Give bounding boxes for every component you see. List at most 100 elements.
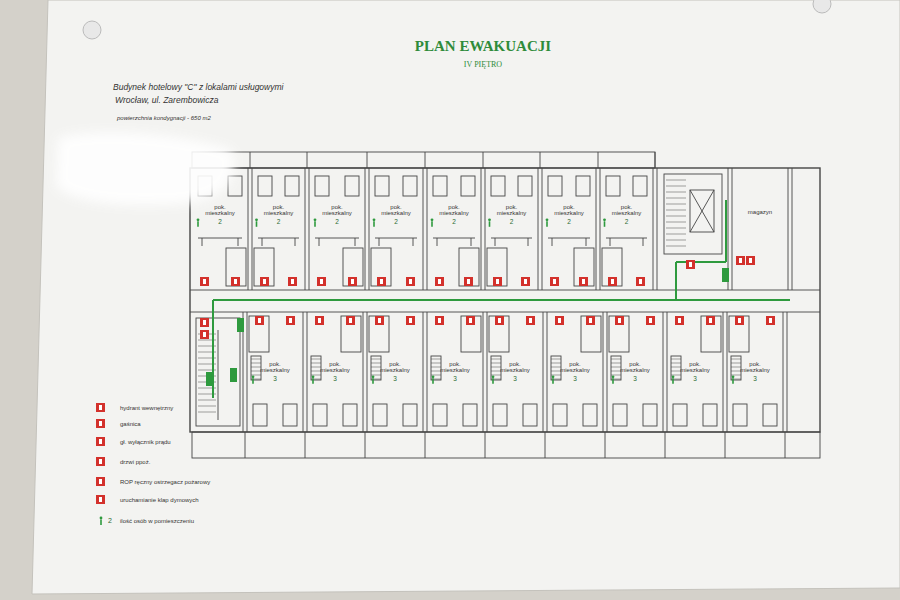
area-label: powierzchnia kondygnacji - 650 m2 [117, 115, 211, 121]
room-label: pok. mieszkalny2 [493, 203, 531, 227]
legend-icon [96, 457, 105, 466]
legend-text: hydrant wewnętrzny [120, 405, 173, 411]
fire-door-icon [231, 277, 240, 286]
room-label: pok. mieszkalny2 [550, 203, 588, 227]
occupant-count: 3 [617, 376, 653, 383]
legend-text: uruchamianie klap dymowych [120, 497, 199, 503]
person-icon [100, 517, 103, 525]
room-name: magazyn [748, 209, 772, 215]
person-icon [312, 375, 315, 383]
person-icon [488, 218, 491, 226]
hydrant-icon [686, 260, 695, 269]
exit-sign [722, 268, 729, 282]
room-name: pok. mieszkalny [437, 361, 473, 374]
person-icon [255, 218, 258, 226]
occupant-count: 2 [378, 219, 414, 226]
extinguisher-icon [495, 316, 504, 325]
person-icon [432, 375, 435, 383]
extinguisher-icon [675, 316, 684, 325]
extinguisher-icon [255, 316, 264, 325]
plan-title: PLAN EWAKUACJI [415, 38, 551, 55]
fire-door-icon [346, 316, 355, 325]
occupant-count: 3 [257, 376, 293, 383]
fire-door-icon [766, 316, 775, 325]
extinguisher-icon [317, 277, 326, 286]
fire-door-icon [466, 316, 475, 325]
room-label: pok. mieszkalny2 [201, 203, 239, 227]
legend-icon [96, 419, 105, 428]
extinguisher-icon [550, 277, 559, 286]
person-icon [612, 375, 615, 383]
legend-text: gł. wyłącznik prądu [120, 439, 171, 445]
room-name: pok. mieszkalny [261, 204, 297, 217]
rop-icon [200, 330, 209, 339]
room-name: pok. mieszkalny [677, 361, 713, 374]
extinguisher-icon [435, 316, 444, 325]
extinguisher-icon [315, 316, 324, 325]
extinguisher-icon [608, 277, 617, 286]
extinguisher-icon [615, 316, 624, 325]
room-label: pok. mieszkalny2 [318, 203, 356, 227]
room-name: pok. mieszkalny [737, 361, 773, 374]
extinguisher-icon [555, 316, 564, 325]
exit-sign [230, 368, 237, 382]
legend-text: drzwi ppoż. [120, 459, 150, 465]
occupant-count: 3 [677, 376, 713, 383]
room-label: pok. mieszkalny3 [616, 360, 654, 384]
room-label: pok. mieszkalny 3 [676, 360, 714, 384]
room-name: pok. mieszkalny [377, 361, 413, 374]
floor-label: IV PIĘTRO [464, 60, 502, 69]
room-label: pok. mieszkalny3 [496, 360, 534, 384]
person-icon [732, 375, 735, 383]
person-icon [603, 218, 606, 226]
room-name: pok. mieszkalny [378, 204, 414, 217]
occupant-count: 2 [609, 219, 645, 226]
room-label: pok. mieszkalny2 [435, 203, 473, 227]
occupant-count: 2 [436, 219, 472, 226]
room-label: pok. mieszkalny 3 [256, 360, 294, 384]
occupant-count: 3 [317, 376, 353, 383]
room-name: pok. mieszkalny [551, 204, 587, 217]
room-label: pok. mieszkalny 2 [377, 203, 415, 227]
person-icon [431, 218, 434, 226]
person-icon [672, 375, 675, 383]
fire-door-icon [526, 316, 535, 325]
legend-text: ROP ręczny ostrzegacz pożarowy [120, 479, 210, 485]
fire-door-icon [286, 316, 295, 325]
room-name: pok. mieszkalny [494, 204, 530, 217]
person-icon [372, 375, 375, 383]
legend-text: gaśnica [120, 421, 141, 427]
fire-door-icon [288, 277, 297, 286]
glare [56, 132, 234, 205]
exit-sign [206, 372, 213, 386]
room-name: pok. mieszkalny [257, 361, 293, 374]
legend-icon [96, 403, 105, 412]
person-icon [492, 375, 495, 383]
extinguisher-icon [260, 277, 269, 286]
room-label: pok. mieszkalny 3 [316, 360, 354, 384]
room-label: pok. mieszkalny 2 [608, 203, 646, 227]
person-icon [552, 375, 555, 383]
extinguisher-icon [493, 277, 502, 286]
fire-door-icon [406, 316, 415, 325]
room-name: pok. mieszkalny [319, 204, 355, 217]
room-label: pok. mieszkalny 3 [436, 360, 474, 384]
fire-door-icon [706, 316, 715, 325]
room-name: pok. mieszkalny [557, 361, 593, 374]
occupant-count: 3 [437, 376, 473, 383]
pin [83, 21, 101, 39]
room-name: pok. mieszkalny [609, 204, 645, 217]
room-name: pok. mieszkalny [202, 204, 238, 217]
person-icon [252, 375, 255, 383]
fire-door-icon [464, 277, 473, 286]
extinguisher-icon [735, 316, 744, 325]
room-name: pok. mieszkalny [317, 361, 353, 374]
extinguisher-icon [435, 277, 444, 286]
legend-icon [96, 477, 105, 486]
fire-door-icon [579, 277, 588, 286]
extinguisher-icon [377, 277, 386, 286]
person-icon [314, 218, 317, 226]
room-label: pok. mieszkalny3 [376, 360, 414, 384]
switch-icon [736, 256, 745, 265]
room-label: pok. mieszkalny3 [736, 360, 774, 384]
